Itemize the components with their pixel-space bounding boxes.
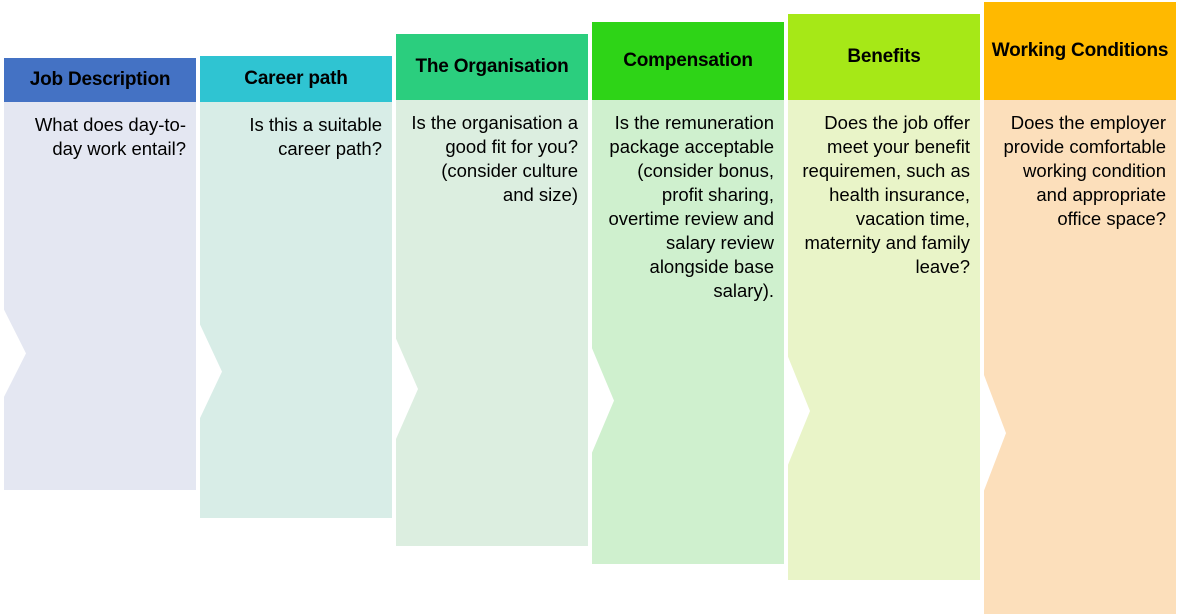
chevron-header-label: Job Description [29, 69, 171, 91]
chevron-body-the-organisation[interactable]: Is the organisation a good fit for you? … [396, 100, 588, 546]
chevron-body-career-path[interactable]: Is this a suitable career path? [200, 102, 392, 518]
chevron-header-benefits[interactable]: Benefits [788, 14, 980, 100]
chevron-body-text: Does the job offer meet your benefit req… [802, 112, 970, 278]
chevron-header-career-path[interactable]: Career path [200, 56, 392, 102]
chevron-body-job-description[interactable]: What does day-to-day work entail? [4, 102, 196, 490]
chevron-body-text: Does the employer provide comfortable wo… [1003, 112, 1166, 230]
chevron-header-working-conditions[interactable]: Working Conditions [984, 2, 1176, 100]
chevron-header-job-description[interactable]: Job Description [4, 58, 196, 102]
chevron-header-the-organisation[interactable]: The Organisation [396, 34, 588, 100]
chevron-column-the-organisation[interactable]: The Organisation Is the organisation a go… [396, 34, 588, 546]
chevron-body-text: Is the remuneration package acceptable (… [608, 112, 774, 302]
chevron-body-compensation[interactable]: Is the remuneration package acceptable (… [592, 100, 784, 564]
chevron-body-working-conditions[interactable]: Does the employer provide comfortable wo… [984, 100, 1176, 614]
chevron-header-compensation[interactable]: Compensation [592, 22, 784, 100]
chevron-header-label: Working Conditions [991, 40, 1169, 62]
chevron-body-text: What does day-to-day work entail? [34, 114, 186, 160]
chevron-header-label: Career path [244, 68, 348, 90]
chevron-body-benefits[interactable]: Does the job offer meet your benefit req… [788, 100, 980, 580]
chevron-header-label: The Organisation [415, 56, 569, 78]
chevron-body-text: Is the organisation a good fit for you? … [411, 112, 578, 206]
chevron-column-career-path[interactable]: Career path Is this a suitable career pat… [200, 56, 392, 518]
chevron-header-label: Benefits [847, 46, 921, 68]
chevron-column-compensation[interactable]: Compensation Is the remuneration package … [592, 22, 784, 564]
chevron-body-text: Is this a suitable career path? [249, 114, 382, 160]
chevron-header-label: Compensation [623, 50, 753, 72]
